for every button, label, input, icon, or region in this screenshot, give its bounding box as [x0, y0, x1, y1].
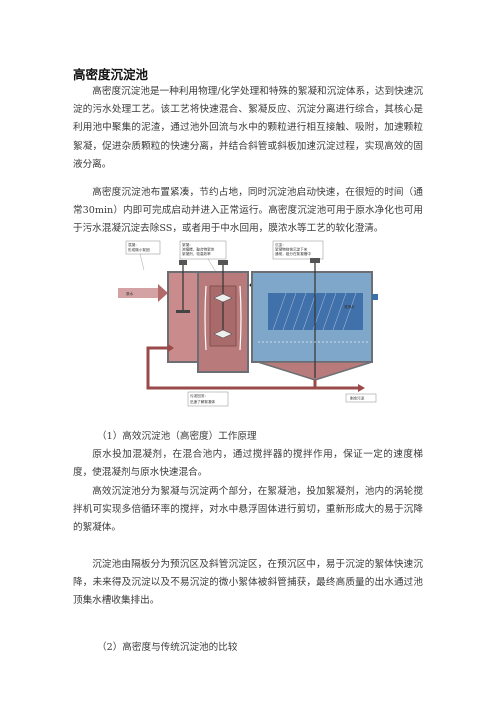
- section1-paragraph-1: 原水投加混凝剂，在混合池内，通过搅拌器的搅拌作用，保证一定的速度梯度，使混凝剂与…: [73, 449, 423, 479]
- settling-label-box: 沉淀：絮凝物绕快沉淀下来通常，组分在絮凝槽中: [272, 240, 324, 260]
- section1-paragraph-2: 高效沉淀池分为絮凝与沉淀两个部分，在絮凝池，投加絮凝剂，池内的涡轮搅拌机可实现多…: [73, 486, 423, 534]
- inlet-label: 原水: [126, 291, 134, 296]
- flocculation-label: 絮凝：浓缩搅，聚合物絮体絮凝剂，较高效率: [182, 242, 215, 256]
- sludge-out-label-box: 剩余污泥: [345, 393, 377, 403]
- document-title: 高密度沉淀池: [73, 67, 149, 82]
- flocculation-label-box: 絮凝：浓缩搅，聚合物絮体絮凝剂，较高效率: [179, 240, 227, 273]
- outlet-arrow: 澄清水: [344, 294, 378, 309]
- intro-paragraph-2: 高密度沉淀池布置紧凑，节约占地，同时沉淀池启动快速，在很短的时间（通常30min…: [73, 187, 423, 235]
- intro-paragraph-1: 高密度沉淀池是一种利用物理/化学处理和特殊的絮凝和沉淀体系，达到快速沉淀的污水处…: [73, 86, 423, 170]
- flocculation-tank: [197, 260, 249, 373]
- coagulation-label: 混凝：形成微小絮团: [128, 242, 150, 252]
- outlet-label: 澄清水: [344, 304, 355, 309]
- section1-heading: （1）高效沉淀池（高密度）工作原理: [97, 431, 257, 442]
- coagulation-label-box: 混凝：形成微小絮团: [125, 240, 161, 271]
- sludge-return-label-box: 污泥回流：迅速了解絮凝体: [187, 391, 229, 407]
- settling-tank: [251, 258, 373, 381]
- sludge-return-pipe: [146, 344, 365, 392]
- sludge-return-label: 污泥回流：迅速了解絮凝体: [190, 393, 216, 404]
- process-diagram: 混凝：形成微小絮团 絮凝：浓缩搅，聚合物絮体絮凝剂，较高效率 沉淀：絮凝物绕快沉…: [118, 240, 378, 407]
- sludge-out-label: 剩余污泥: [350, 396, 365, 401]
- section1-paragraph-3: 沉淀池由隔板分为预沉区及斜管沉淀区，在预沉区中，易于沉淀的絮体快速沉降，未来得及…: [73, 559, 423, 607]
- inlet-arrow: 原水: [118, 284, 168, 302]
- mixing-tank: [167, 260, 199, 363]
- settling-label: 沉淀：絮凝物绕快沉淀下来通常，组分在絮凝槽中: [275, 242, 311, 256]
- section2-heading: （2）高密度与传统沉淀池的比较: [97, 642, 238, 653]
